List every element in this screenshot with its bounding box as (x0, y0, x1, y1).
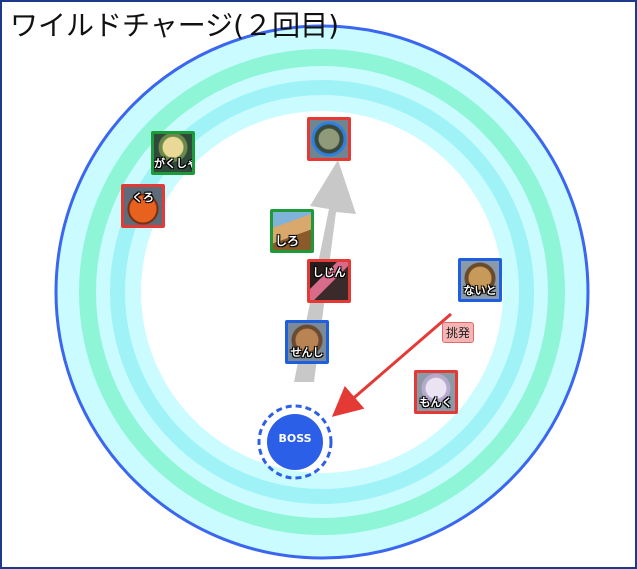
taunt-arrow (331, 312, 452, 417)
player-name-kuro: くろ (132, 191, 154, 204)
scholar-portrait-icon (154, 134, 192, 172)
paladin-portrait-icon (461, 261, 499, 299)
player-name-shiro: しろ (275, 234, 300, 248)
player-name-shijin: しじん (312, 266, 346, 279)
player-name-naito: ないと (463, 284, 497, 297)
taunt-label: 挑発 (442, 322, 475, 343)
player-token-shijin[interactable]: しじん (307, 259, 351, 303)
player-token-kuro[interactable]: くろ (121, 184, 165, 228)
player-token-senshi[interactable]: せんし (285, 320, 329, 364)
player-token-monku[interactable]: もんく (414, 370, 458, 414)
diagram-title: ワイルドチャージ(２回目) (10, 9, 340, 42)
boss-label: BOSS (278, 432, 312, 445)
player-name-gakusha: がくしゃ (154, 157, 195, 170)
player-token-naito[interactable]: ないと (458, 258, 502, 302)
pumpkin-portrait-icon (124, 187, 162, 225)
monk-portrait-icon (417, 373, 455, 411)
player-name-monku: もんく (419, 396, 453, 409)
player-token-gakusha[interactable]: がくしゃ (151, 131, 195, 175)
warrior-portrait-icon (288, 323, 326, 361)
bard-portrait-icon (310, 262, 348, 300)
white-mage-portrait-icon (273, 212, 311, 250)
lizard-portrait-icon (310, 120, 348, 158)
player-token-top[interactable] (307, 117, 351, 161)
player-name-senshi: せんし (290, 346, 324, 359)
player-token-shiro[interactable]: しろ (270, 209, 314, 253)
boss-marker (257, 404, 333, 480)
